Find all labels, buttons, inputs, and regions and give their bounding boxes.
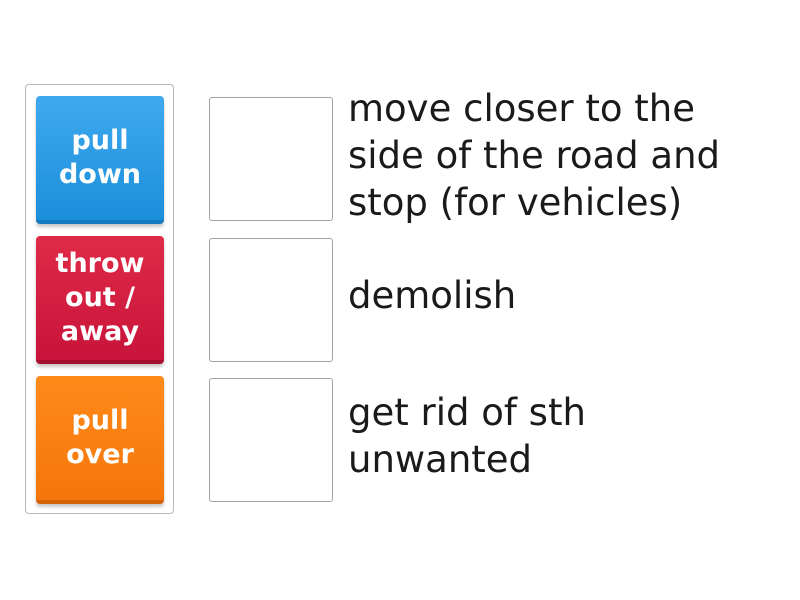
drop-target-3[interactable]	[209, 378, 333, 502]
definition-text-2: demolish	[348, 274, 517, 317]
answer-tile-pull-down[interactable]: pull down	[36, 96, 164, 224]
definition-text-3: get rid of sth unwanted	[348, 391, 586, 481]
answer-tile-label: pull over	[66, 405, 134, 470]
definition-text-1: move closer to the side of the road and …	[348, 87, 721, 224]
drop-target-2[interactable]	[209, 238, 333, 362]
drop-target-1[interactable]	[209, 97, 333, 221]
answer-tile-pull-over[interactable]: pull over	[36, 376, 164, 504]
answer-tile-label: pull down	[58, 125, 142, 190]
answer-tile-label: throw out / away	[55, 248, 145, 347]
answer-tile-throw-out-away[interactable]: throw out / away	[36, 236, 164, 364]
answer-tile-tray: pull down throw out / away pull over	[25, 84, 174, 514]
